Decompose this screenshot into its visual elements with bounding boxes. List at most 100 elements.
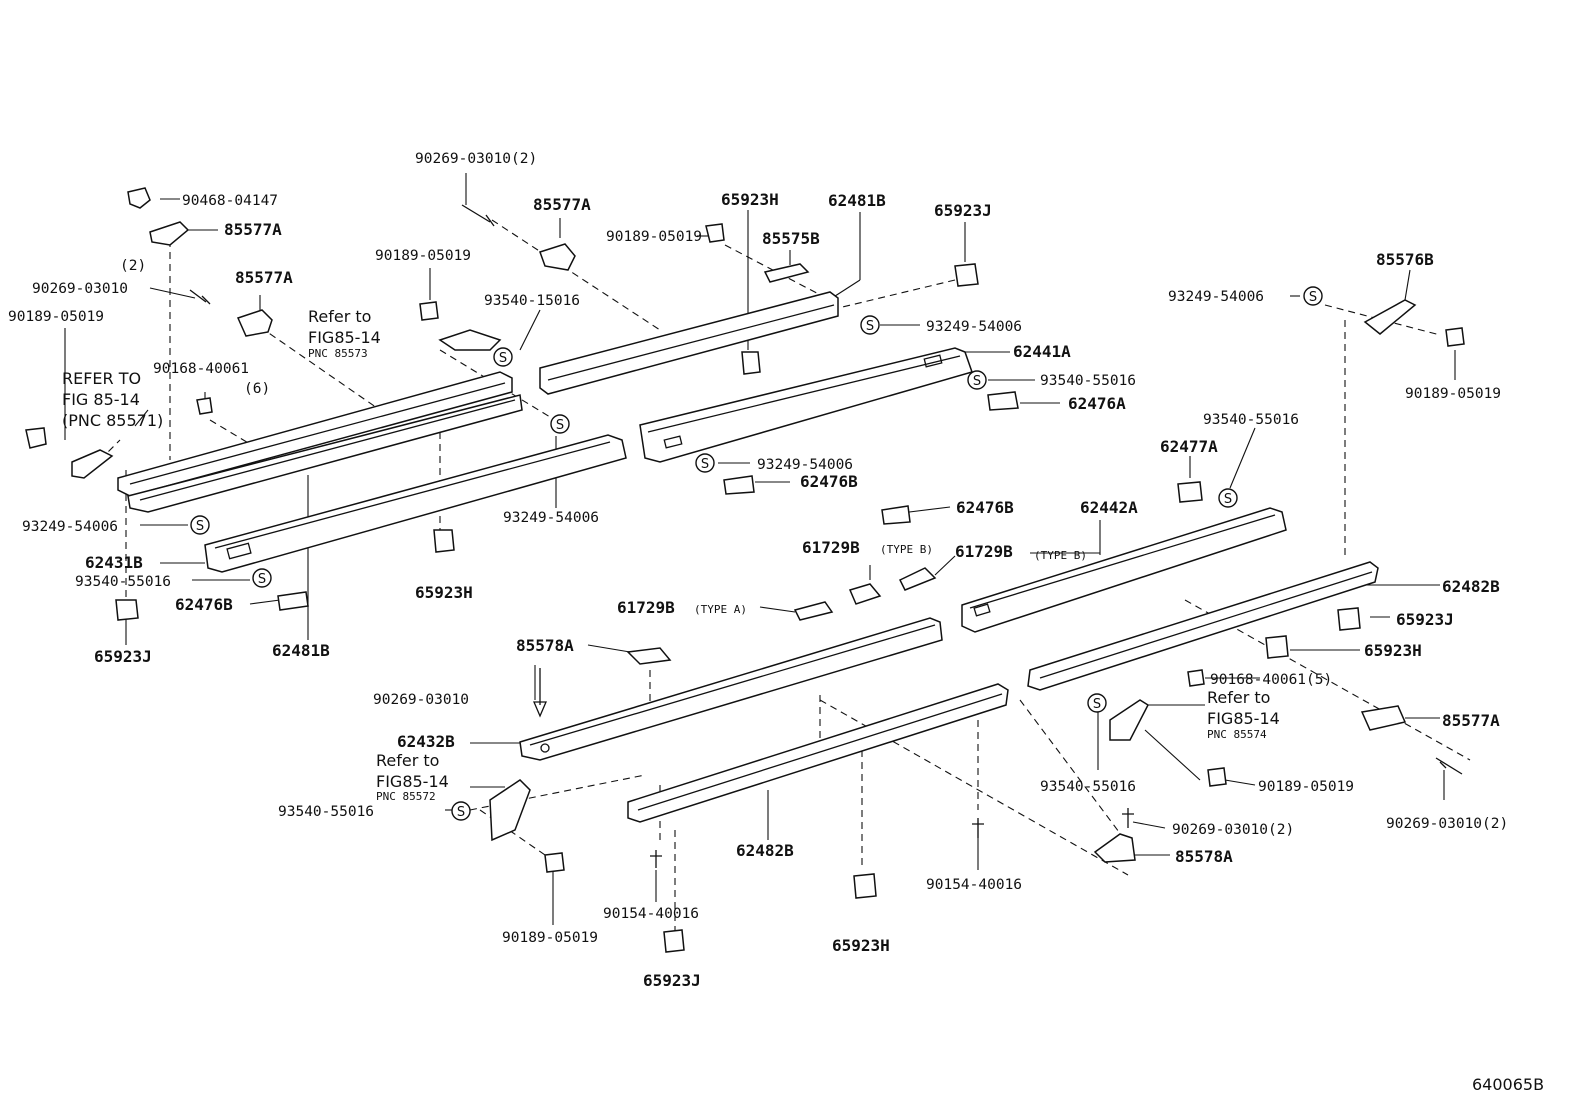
sealer-icon: S bbox=[860, 315, 880, 335]
label-62476b-center: 62476B bbox=[800, 472, 858, 491]
svg-text:S: S bbox=[1224, 492, 1232, 507]
label-93249-54006-center: 93249-54006 bbox=[757, 457, 853, 473]
screw-right-shape bbox=[1122, 808, 1134, 828]
label-refer-to-upper: REFER TO bbox=[62, 369, 141, 388]
screw-lowright-shape bbox=[972, 818, 984, 838]
bracket-low-shape bbox=[489, 779, 531, 842]
label-62442a: 62442A bbox=[1080, 498, 1138, 517]
label-90269-03010-top: 90269-03010(2) bbox=[415, 151, 537, 167]
label-pnc-85573: PNC 85573 bbox=[308, 347, 368, 360]
label-fig-85-14-upper: FIG 85-14 bbox=[62, 390, 140, 409]
label-62476b-right: 62476B bbox=[956, 498, 1014, 517]
clip-65923j-bottom-shape bbox=[663, 929, 685, 953]
label-61729b-1: 61729B bbox=[802, 538, 860, 557]
label-90189-05019-lowright: 90189-05019 bbox=[1258, 779, 1354, 795]
label-61729b-2: 61729B bbox=[955, 542, 1013, 561]
label-fig-85-14-right: FIG85-14 bbox=[1207, 709, 1280, 728]
label-61729b-3: 61729B bbox=[617, 598, 675, 617]
clip-90189-center-shape bbox=[705, 223, 725, 243]
svg-text:S: S bbox=[258, 572, 266, 587]
sealer-icon: S bbox=[1087, 693, 1107, 713]
label-85577a-left: 85577A bbox=[235, 268, 293, 287]
label-85577a-top: 85577A bbox=[224, 220, 282, 239]
clip-90189-right-shape bbox=[1445, 327, 1465, 347]
label-refer-to-right: Refer to bbox=[1207, 688, 1270, 707]
screw-mid-shape bbox=[533, 668, 547, 718]
sealer-icon: S bbox=[1303, 286, 1323, 306]
label-85577a-right: 85577A bbox=[1442, 711, 1500, 730]
label-qty-6: (6) bbox=[244, 381, 270, 397]
label-65923j-right: 65923J bbox=[1396, 610, 1454, 629]
parts bbox=[25, 187, 1465, 953]
pad-62476a-shape bbox=[987, 391, 1019, 411]
cover-85577a-right-shape bbox=[1360, 705, 1407, 731]
label-65923h-top: 65923H bbox=[721, 190, 779, 209]
label-90189-05019-center: 90189-05019 bbox=[606, 229, 702, 245]
label-62476a: 62476A bbox=[1068, 394, 1126, 413]
svg-text:S: S bbox=[1093, 697, 1101, 712]
label-65923h-right: 65923H bbox=[1364, 641, 1422, 660]
label-65923h-left: 65923H bbox=[415, 583, 473, 602]
label-93540-15016: 93540-15016 bbox=[484, 293, 580, 309]
label-62481b-top: 62481B bbox=[828, 191, 886, 210]
sealer-icon: S bbox=[967, 370, 987, 390]
label-93249-54006-left-mid: 93249-54006 bbox=[503, 510, 599, 526]
clip-65923h-bottom-shape bbox=[853, 873, 877, 899]
label-90189-05019-right: 90189-05019 bbox=[1405, 386, 1501, 402]
label-93249-54006-right: 93249-54006 bbox=[1168, 289, 1264, 305]
rail-62441a-shape bbox=[639, 347, 973, 463]
label-65923j-bottom: 65923J bbox=[643, 971, 701, 990]
clip-90189-bottom-shape bbox=[544, 852, 565, 873]
label-qty-2: (2) bbox=[120, 258, 146, 274]
label-90468-04147: 90468-04147 bbox=[182, 193, 278, 209]
screw-farright-shape bbox=[1435, 757, 1463, 775]
label-pnc-85572: PNC 85572 bbox=[376, 790, 436, 803]
label-65923h-bottom: 65923H bbox=[832, 936, 890, 955]
label-65923j-left: 65923J bbox=[94, 647, 152, 666]
plate-85575b-shape bbox=[763, 263, 810, 283]
clip-90189-mid-shape bbox=[419, 301, 439, 321]
clip-90189-left-shape bbox=[25, 427, 47, 449]
label-90154-40016-left: 90154-40016 bbox=[603, 906, 699, 922]
label-90154-40016-right: 90154-40016 bbox=[926, 877, 1022, 893]
rail-62481b-left-shape bbox=[117, 371, 523, 513]
bracket-right-shape bbox=[1109, 699, 1149, 741]
clip-61729b-1-shape bbox=[848, 583, 882, 605]
nut-90168-left-shape bbox=[196, 397, 213, 415]
label-93249-54006-left-low: 93249-54006 bbox=[22, 519, 118, 535]
label-65923j-top: 65923J bbox=[934, 201, 992, 220]
label-85577a-center: 85577A bbox=[533, 195, 591, 214]
label-pnc-85574: PNC 85574 bbox=[1207, 728, 1267, 741]
label-refer-to-mid: Refer to bbox=[308, 307, 371, 326]
clip-65923h-top-shape bbox=[741, 351, 761, 375]
label-62476b-left: 62476B bbox=[175, 595, 233, 614]
clip-65923j-top-shape bbox=[954, 263, 979, 287]
label-62482b-right: 62482B bbox=[1442, 577, 1500, 596]
sealer-icon: S bbox=[695, 453, 715, 473]
cover-85578a-low-shape bbox=[1093, 833, 1136, 863]
clip-65923h-left-shape bbox=[433, 529, 455, 553]
label-type-b-2: (TYPE B) bbox=[1034, 549, 1087, 562]
label-type-a: (TYPE A) bbox=[694, 603, 747, 616]
screw-top-shape bbox=[461, 204, 495, 227]
screw-left-shape bbox=[189, 289, 211, 305]
clip-61729b-2-shape bbox=[898, 567, 937, 591]
rail-62482b-low-shape bbox=[627, 683, 1009, 823]
sealer-icon: S bbox=[451, 801, 471, 821]
label-85575b: 85575B bbox=[762, 229, 820, 248]
label-90189-05019-bottom: 90189-05019 bbox=[502, 930, 598, 946]
label-62477a: 62477A bbox=[1160, 437, 1218, 456]
diagram-id: 640065B bbox=[1472, 1075, 1544, 1094]
cover-85578a-mid-shape bbox=[626, 647, 672, 665]
rail-62431b-shape bbox=[204, 434, 627, 573]
clip-90468-shape bbox=[127, 187, 151, 209]
label-85578a-mid: 85578A bbox=[516, 636, 574, 655]
rail-62432b-shape bbox=[519, 617, 943, 761]
sealer-icon: S bbox=[252, 568, 272, 588]
svg-text:S: S bbox=[556, 418, 564, 433]
sealer-icon: S bbox=[550, 414, 570, 434]
label-93540-55016-low: 93540-55016 bbox=[278, 804, 374, 820]
clip-65923j-right-shape bbox=[1337, 607, 1361, 631]
rail-62481b-top-shape bbox=[539, 291, 839, 395]
